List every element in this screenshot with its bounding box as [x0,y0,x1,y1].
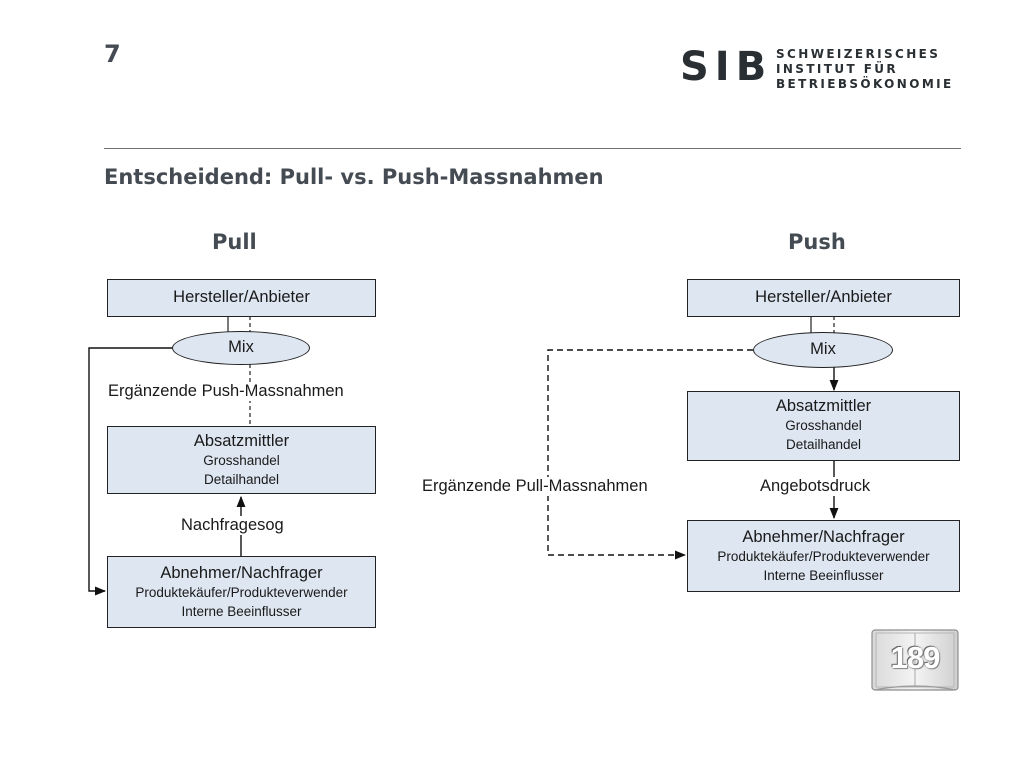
push-intermediary-title: Absatzmittler [775,397,872,415]
push-arrow-supplement-pull [547,349,753,560]
sib-logo-mark: SIB [680,44,773,90]
page-number: 7 [104,40,121,68]
logo-line: INSTITUT FÜR [776,62,899,76]
push-manufacturer-box: Hersteller/Anbieter [687,279,960,317]
push-customer-title: Abnehmer/Nachfrager [742,528,905,546]
pull-customer-line: Produktekäufer/Produkteverwender [135,585,348,600]
pull-intermediary-box: Absatzmittler Grosshandel Detailhandel [107,426,376,494]
pull-customer-title: Abnehmer/Nachfrager [160,564,323,582]
push-supply-label: Angebotsdruck [760,477,871,496]
pull-heading: Pull [212,230,257,254]
pull-intermediary-title: Absatzmittler [193,432,290,450]
slide-title: Entscheidend: Pull- vs. Push-Massnahmen [104,165,604,189]
book-page-reference: 189 [890,640,941,675]
book-icon [871,629,959,691]
pull-intermediary-line: Detailhandel [203,472,280,487]
push-heading: Push [788,230,846,254]
pull-demand-label: Nachfragesog [181,516,284,535]
logo-line: SCHWEIZERISCHES [776,47,941,61]
pull-supplement-label: Ergänzende Push-Massnahmen [108,382,344,401]
push-manufacturer-label: Hersteller/Anbieter [755,288,892,306]
push-supplement-label: Ergänzende Pull-Massnahmen [422,477,648,496]
push-intermediary-line: Detailhandel [785,437,862,452]
push-customer-box: Abnehmer/Nachfrager Produktekäufer/Produ… [687,520,960,592]
push-customer-line: Interne Beeinflusser [763,568,884,583]
pull-mix-oval: Mix [172,331,310,365]
push-mix-oval: Mix [753,332,893,368]
pull-arrow-mix-to-customer [88,347,172,596]
pull-intermediary-line: Grosshandel [203,453,280,468]
sib-logo-text: SCHWEIZERISCHES INSTITUT FÜR BETRIEBSÖKO… [776,47,954,92]
push-customer-line: Produktekäufer/Produkteverwender [717,549,930,564]
pull-mix-label: Mix [228,338,254,356]
push-intermediary-box: Absatzmittler Grosshandel Detailhandel [687,391,960,461]
push-intermediary-line: Grosshandel [785,418,862,433]
pull-customer-box: Abnehmer/Nachfrager Produktekäufer/Produ… [107,556,376,628]
pull-manufacturer-label: Hersteller/Anbieter [173,288,310,306]
pull-manufacturer-box: Hersteller/Anbieter [107,279,376,317]
logo-line: BETRIEBSÖKONOMIE [776,77,954,91]
pull-customer-line: Interne Beeinflusser [181,604,302,619]
header-divider [104,148,961,149]
push-mix-label: Mix [810,340,836,358]
